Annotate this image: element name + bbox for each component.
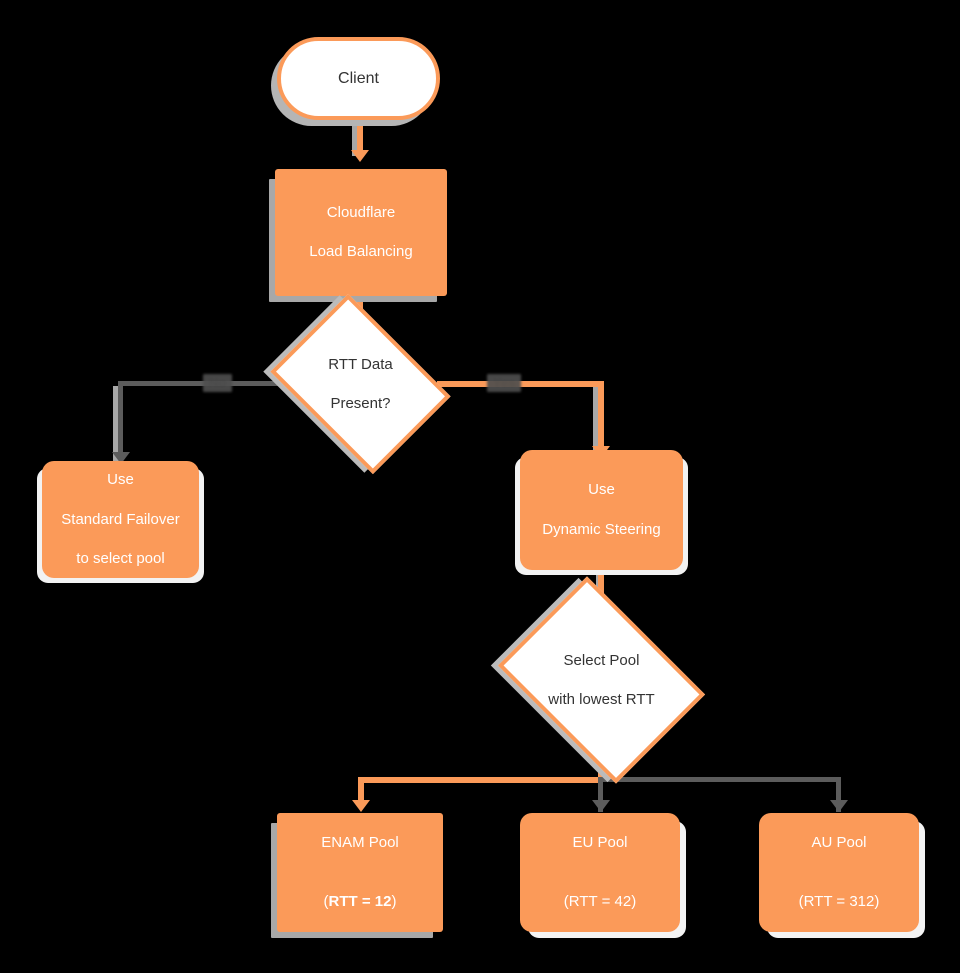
node-enam-pool-name: ENAM Pool <box>321 833 399 851</box>
connector-client-to-lb <box>357 114 363 152</box>
node-standard-failover-line1: Use <box>107 471 134 489</box>
node-enam-pool-rtt-open: ( <box>323 893 329 911</box>
node-rtt-decision-line1: RTT Data <box>328 355 393 373</box>
connector-rtt-no-vertical-shadow <box>113 386 120 464</box>
node-standard-failover-line2: Standard Failover <box>61 510 180 528</box>
rtt-decision-text: RTT Data Present? <box>288 329 433 439</box>
node-load-balancing-line2: Load Balancing <box>309 243 413 261</box>
node-enam-pool-rtt-value: RTT = 12 <box>328 893 392 911</box>
arrowhead-client-to-lb <box>351 150 369 162</box>
node-standard-failover[interactable]: Use Standard Failover to select pool <box>42 461 199 578</box>
node-select-pool-decision[interactable]: Select Pool with lowest RTT <box>497 576 706 784</box>
edge-label-no: No <box>203 374 233 393</box>
node-standard-failover-line3: to select pool <box>76 550 165 568</box>
node-load-balancing[interactable]: Cloudflare Load Balancing <box>275 169 447 296</box>
connector-rtt-no-horizontal <box>118 381 282 386</box>
node-dynamic-steering-line2: Dynamic Steering <box>542 520 661 538</box>
connector-select-to-enam-vertical <box>358 777 364 807</box>
node-eu-pool-name: EU Pool <box>572 833 628 851</box>
connector-client-to-lb-shadow <box>352 118 358 156</box>
node-eu-pool-rtt-close: ) <box>631 893 637 911</box>
node-au-pool-name: AU Pool <box>811 833 867 851</box>
node-eu-pool-rtt-open: ( <box>563 893 569 911</box>
connector-select-to-au-horizontal <box>598 777 841 782</box>
arrowhead-select-to-enam <box>352 800 370 812</box>
arrowhead-select-to-eu <box>592 800 610 812</box>
node-eu-pool-rtt: (RTT = 42) <box>564 873 636 913</box>
node-load-balancing-line1: Cloudflare <box>326 203 396 221</box>
node-enam-pool-rtt-close: ) <box>391 893 397 911</box>
node-eu-pool-rtt-value: RTT = 42 <box>568 893 632 911</box>
connector-select-to-eu-vertical <box>598 777 603 812</box>
node-client[interactable]: Client <box>277 37 440 120</box>
node-eu-pool[interactable]: EU Pool (RTT = 42) <box>520 813 680 932</box>
connector-rtt-yes-vertical-shadow <box>593 387 600 459</box>
node-au-pool-rtt-close: ) <box>874 893 880 911</box>
node-au-pool-rtt: (RTT = 312) <box>799 873 880 913</box>
node-enam-pool[interactable]: ENAM Pool (RTT = 12) <box>277 813 443 932</box>
node-enam-pool-rtt: (RTT = 12) <box>321 873 399 913</box>
select-pool-decision-text: Select Pool with lowest RTT <box>518 617 685 743</box>
node-dynamic-steering[interactable]: Use Dynamic Steering <box>520 450 683 570</box>
node-au-pool[interactable]: AU Pool (RTT = 312) <box>759 813 919 932</box>
connector-select-to-enam-horizontal <box>358 777 603 783</box>
node-select-pool-line2: with lowest RTT <box>548 690 655 708</box>
connector-select-to-au-vertical <box>836 777 841 812</box>
connector-rtt-no-vertical <box>118 381 123 459</box>
node-au-pool-rtt-open: ( <box>798 893 804 911</box>
node-select-pool-line1: Select Pool <box>563 651 640 669</box>
arrowhead-select-to-au <box>830 800 848 812</box>
connector-rtt-yes-vertical <box>598 381 604 453</box>
node-rtt-decision[interactable]: RTT Data Present? <box>270 293 451 475</box>
edge-label-yes: Yes <box>487 374 522 393</box>
node-rtt-decision-line2: Present? <box>330 394 391 412</box>
node-dynamic-steering-line1: Use <box>588 481 615 499</box>
node-client-label: Client <box>338 69 379 87</box>
node-au-pool-rtt-value: RTT = 312 <box>803 893 875 911</box>
